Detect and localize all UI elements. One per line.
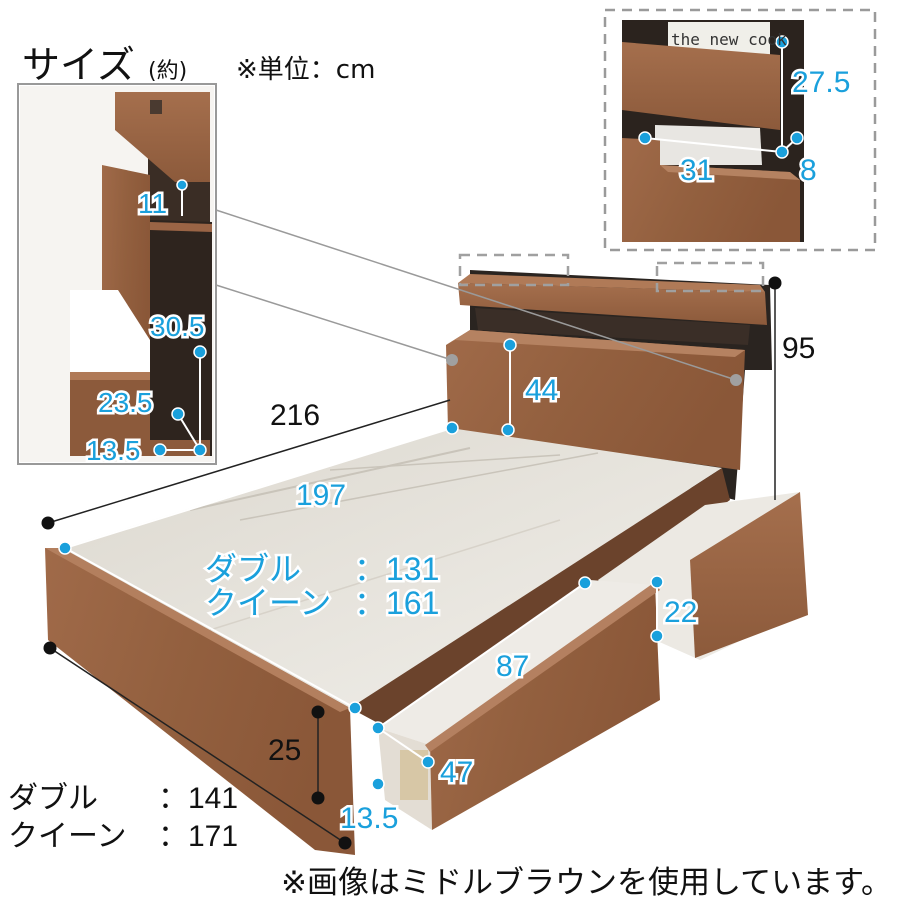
drawer-13-5-label: 13.5 [340, 802, 398, 835]
mattress-double-label: ダブル [205, 551, 301, 587]
length-216-label: 216 [270, 399, 320, 432]
height-44-label: 44 [525, 374, 558, 407]
callout-connectors [215, 209, 737, 381]
top-inset-shelf [622, 42, 780, 130]
length-197-label: 197 [296, 479, 346, 512]
footer-note: ※画像はミドルブラウンを使用しています。 [281, 865, 892, 900]
top-inset-headboard-edge [660, 165, 800, 180]
drawer-87-label: 87 [496, 650, 529, 683]
inset-11-label: 11 [138, 188, 167, 219]
inset-mattress [70, 290, 150, 372]
inset-top-shelf [115, 92, 210, 182]
callout-anchor [446, 354, 458, 366]
frame-double-value: ：141 [158, 782, 238, 815]
frame-queen-value: ：171 [158, 820, 238, 853]
length-197-line [64, 427, 453, 549]
long-drawer-inside [378, 580, 655, 745]
board-seam [209, 519, 561, 631]
inset-frame-edge [70, 372, 150, 380]
top-27-5-label: 27.5 [792, 66, 850, 99]
unit-note: ※単位：cm [236, 55, 375, 85]
inset-23-5-label: 23.5 [98, 387, 153, 418]
frame-side-panel [45, 548, 355, 855]
top-31-label: 31 [680, 154, 713, 187]
frame-foot-edge [350, 468, 730, 735]
drawer-22-label: 22 [664, 596, 697, 629]
inset-23-5-line [177, 413, 201, 451]
callout-box-left [458, 253, 570, 287]
callout-box-right [655, 261, 765, 293]
headboard-panel [446, 330, 745, 470]
frame-queen-label: クイーン [8, 820, 127, 853]
callout-anchor [730, 374, 742, 386]
black-dimension-dots [41, 276, 782, 850]
headboard-top-shelf [458, 283, 767, 325]
top-31-line [644, 137, 783, 153]
size-title: サイズ [22, 43, 135, 87]
black-dimension-lines [47, 283, 776, 844]
inset-shelf-cavity [150, 220, 212, 456]
width-frame-line [49, 647, 346, 844]
inset-30-5-label: 30.5 [150, 311, 205, 342]
top-right-detail-inset [603, 8, 877, 252]
book-title: the new cook [671, 30, 787, 49]
inset-outlet [150, 100, 162, 114]
frame-top-edge [45, 548, 350, 712]
cyan-dimension-lines [64, 42, 798, 784]
headboard-panel-top [446, 330, 745, 357]
height-25-label: 25 [268, 734, 301, 767]
length-216-line [47, 399, 451, 524]
inset-shelf-board [150, 222, 212, 232]
mattress-queen-value: ：161 [354, 585, 439, 621]
inset-13-5-label: 13.5 [86, 435, 141, 466]
drawer-47-label: 47 [440, 756, 473, 789]
drawer-87-line [377, 582, 586, 729]
headboard-top-edge [458, 274, 765, 292]
approx-note: (約) [148, 59, 187, 84]
long-drawer-top-edge [425, 582, 660, 752]
top-inset-headboard [622, 138, 800, 242]
mattress-width-line [64, 547, 356, 709]
inset-frame [70, 372, 150, 456]
long-drawer-front [430, 585, 660, 830]
cyan-dimension-dots [58, 35, 804, 791]
height-95-label: 95 [782, 332, 815, 365]
board-seam [329, 454, 561, 471]
board-seam [239, 452, 599, 521]
frame-double-label: ダブル [8, 782, 98, 815]
mattress-queen-label: クイーン [205, 585, 331, 621]
mattress-double-value: ：131 [354, 551, 439, 587]
top-8-label: 8 [800, 154, 817, 187]
left-detail-inset [17, 83, 217, 465]
board-seam [189, 447, 471, 511]
drawer-47-line [377, 727, 429, 763]
short-drawer-front [690, 492, 808, 658]
